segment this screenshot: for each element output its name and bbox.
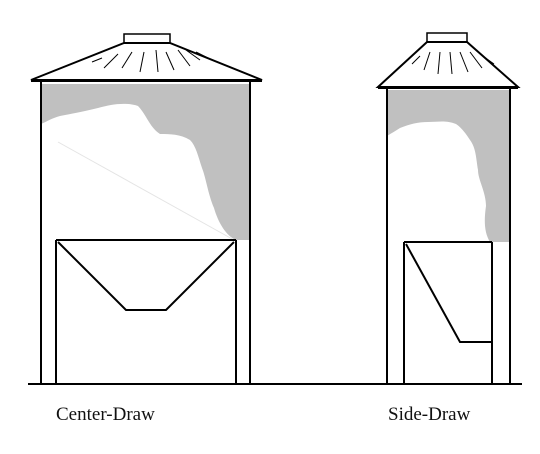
center-draw-roof-hatching	[91, 49, 213, 73]
center-draw-material	[41, 84, 250, 240]
side-draw-material	[387, 90, 510, 242]
center-draw-silo	[30, 33, 263, 384]
side-draw-silo	[375, 32, 521, 384]
side-draw-hopper-slope	[405, 243, 492, 343]
center-draw-hopper-cone	[57, 241, 235, 311]
side-draw-label: Side-Draw	[388, 404, 471, 425]
side-draw-roof	[375, 41, 521, 88]
center-draw-slope-line	[57, 141, 235, 241]
center-draw-label: Center-Draw	[56, 404, 155, 425]
center-draw-roof	[30, 42, 263, 81]
center-draw-vent	[123, 33, 171, 44]
side-draw-roof-hatching	[411, 51, 495, 75]
side-draw-vent	[426, 32, 468, 43]
